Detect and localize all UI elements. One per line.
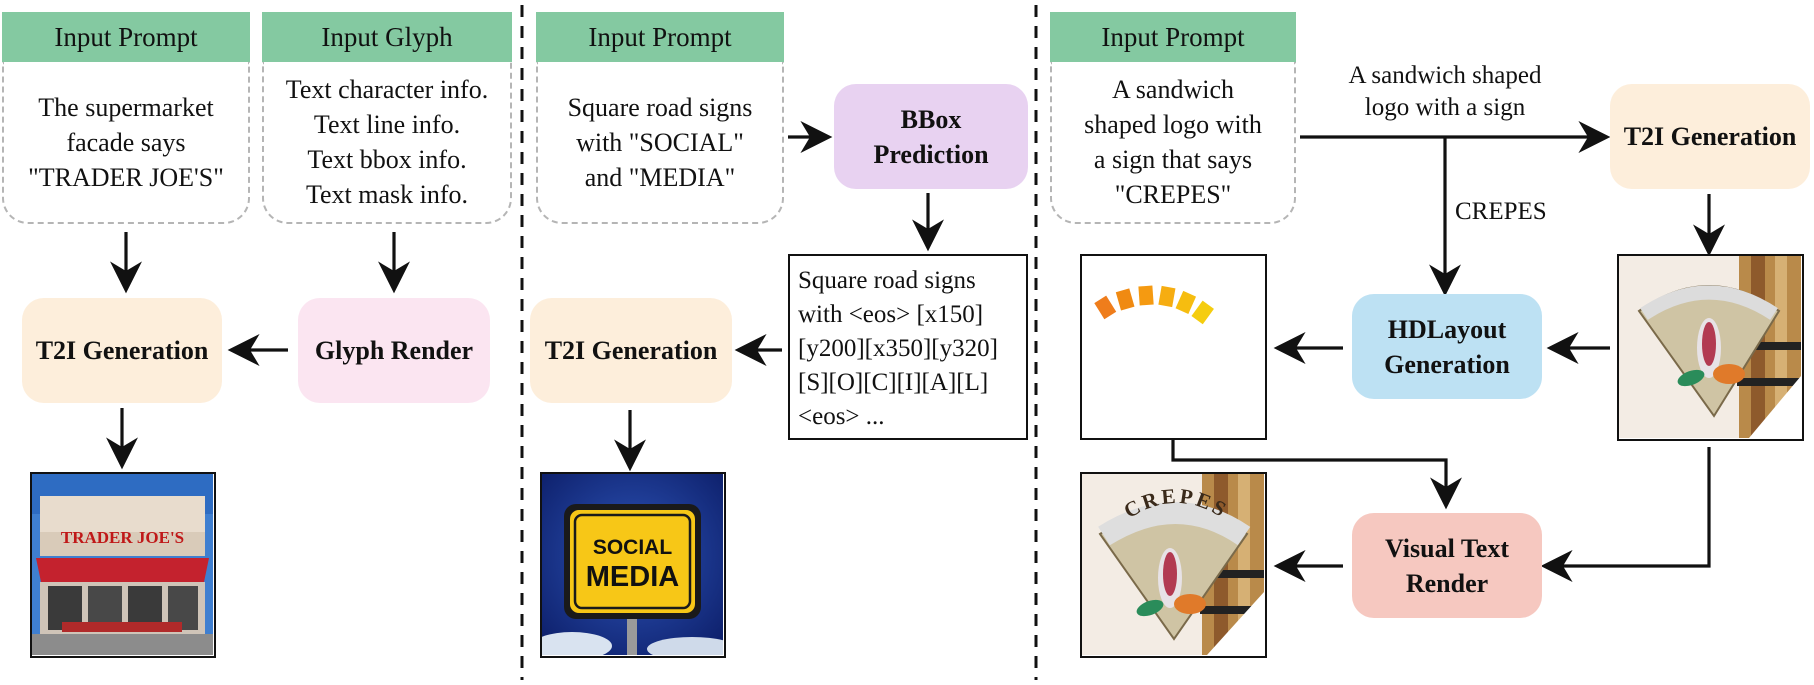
- input-glyph-box: Text character info. Text line info. Tex…: [262, 62, 512, 224]
- layout-mask-image: [1080, 254, 1267, 440]
- visual-text-render-node: Visual Text Render: [1352, 513, 1542, 618]
- input-prompt-box: A sandwich shaped logo with a sign that …: [1050, 62, 1296, 224]
- prompt-line: "CREPES": [1114, 180, 1232, 209]
- input-prompt-header: Input Prompt: [1050, 12, 1296, 62]
- edge-caption: A sandwich shaped logo with a sign: [1320, 60, 1570, 126]
- layout-char-box: [1138, 285, 1154, 306]
- sign-text-line: SOCIAL: [593, 536, 673, 559]
- layout-char-box: [1175, 290, 1197, 314]
- input-prompt-box: Square road signs with "SOCIAL" and "MED…: [536, 62, 784, 224]
- node-line: Generation: [1384, 349, 1510, 379]
- glyph-render-node: Glyph Render: [298, 298, 490, 403]
- t2i-generation-node: T2I Generation: [1610, 84, 1810, 189]
- crepes-caption: CREPES: [1455, 198, 1547, 225]
- input-prompt-header: Input Prompt: [2, 12, 250, 62]
- prompt-line: Square road signs: [567, 92, 753, 122]
- layout-char-box: [1158, 285, 1176, 308]
- sign-text-line: MEDIA: [586, 561, 680, 593]
- node-line: HDLayout: [1387, 314, 1507, 344]
- hdlayout-generation-node: HDLayout Generation: [1352, 294, 1542, 399]
- input-prompt-header: Input Prompt: [536, 12, 784, 62]
- glyph-line: Text character info.: [285, 75, 489, 104]
- prompt-line: shaped logo with: [1084, 110, 1262, 139]
- token-line: [S][O][C][I][A][L]: [798, 369, 989, 396]
- store-sign-text: TRADER JOE'S: [61, 528, 184, 547]
- token-line: Square road signs: [798, 267, 976, 294]
- caption-line: A sandwich shaped: [1348, 62, 1542, 89]
- social-media-sign-image: SOCIAL MEDIA: [540, 472, 726, 658]
- arrow-image3-to-render: [1540, 447, 1711, 582]
- node-line: BBox: [900, 104, 962, 134]
- prompt-line: facade says: [66, 127, 186, 157]
- crepe-logo-illustration: [1619, 256, 1801, 438]
- final-rendered-image: CREPES: [1080, 472, 1267, 658]
- glyph-line: Text line info.: [313, 110, 461, 139]
- bbox-prediction-node: BBox Prediction: [834, 84, 1028, 189]
- token-line: <eos> ...: [798, 403, 885, 430]
- caption-line: logo with a sign: [1364, 94, 1526, 121]
- layout-boxes-illustration: [1094, 285, 1214, 325]
- node-line: Visual Text: [1384, 533, 1510, 563]
- prompt-line: a sign that says: [1093, 145, 1253, 174]
- layout-char-box: [1115, 288, 1135, 311]
- glyph-line: Text bbox info.: [307, 145, 467, 174]
- layout-char-box: [1191, 300, 1214, 325]
- prompt-line: with "SOCIAL": [576, 127, 744, 157]
- glyph-line: Text mask info.: [305, 180, 469, 209]
- node-line: Prediction: [873, 139, 989, 169]
- input-glyph-header: Input Glyph: [262, 12, 512, 62]
- layout-char-box: [1094, 295, 1117, 320]
- token-line: with <eos> [x150]: [798, 301, 984, 328]
- t2i-generation-node: T2I Generation: [530, 298, 732, 403]
- storefront-illustration: TRADER JOE'S: [32, 474, 213, 655]
- road-sign-illustration: SOCIAL MEDIA: [542, 474, 724, 656]
- arrow-layout-to-render: [1171, 440, 1462, 510]
- generated-logo-image: [1617, 254, 1804, 441]
- prompt-line: and "MEDIA": [584, 162, 736, 192]
- token-line: [y200][x350][y320]: [798, 335, 998, 362]
- token-sequence-box: Square road signs with <eos> [x150] [y20…: [788, 254, 1028, 440]
- node-line: Render: [1405, 568, 1489, 598]
- prompt-line: The supermarket: [38, 92, 214, 122]
- trader-joes-image: TRADER JOE'S: [30, 472, 216, 658]
- crepe-logo-with-text-illustration: CREPES: [1082, 474, 1264, 655]
- input-prompt-box: The supermarket facade says "TRADER JOE'…: [2, 62, 250, 224]
- prompt-line: A sandwich: [1111, 75, 1235, 104]
- t2i-generation-node: T2I Generation: [22, 298, 222, 403]
- prompt-line: "TRADER JOE'S": [28, 162, 224, 192]
